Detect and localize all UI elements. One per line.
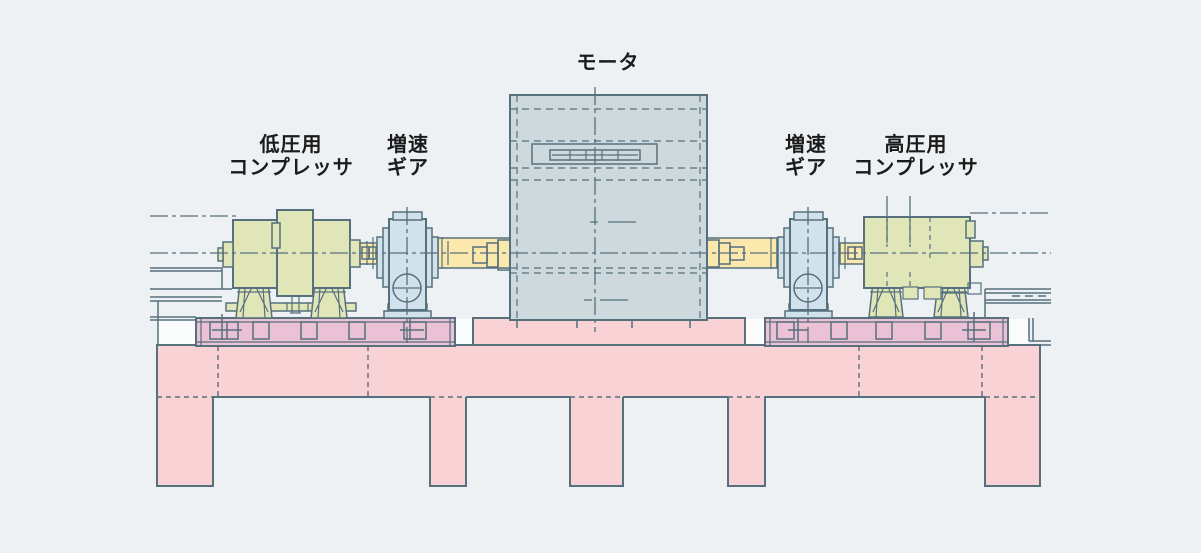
label-leader-lines bbox=[886, 196, 911, 243]
label-line: コンプレッサ bbox=[853, 157, 979, 179]
motor-hidden-lines bbox=[510, 95, 707, 320]
label-line: ギア bbox=[785, 157, 827, 179]
right-baseplate-shape bbox=[764, 312, 1009, 347]
label-motor: モータ bbox=[548, 52, 668, 75]
low-pressure-compressor-shape bbox=[217, 209, 361, 319]
foundation-column bbox=[569, 397, 624, 487]
foundation-column bbox=[727, 397, 766, 487]
label-high-pressure-compressor: 高圧用 コンプレッサ bbox=[816, 134, 1016, 180]
right-platform-shape bbox=[984, 288, 1051, 346]
label-line: コンプレッサ bbox=[228, 157, 354, 179]
label-gear-right: 増速 ギア bbox=[756, 134, 856, 180]
label-line: 高圧用 bbox=[884, 134, 948, 156]
label-line: 増速 bbox=[785, 134, 827, 156]
foundation-hidden-lines bbox=[157, 346, 1040, 398]
label-line: 低圧用 bbox=[259, 134, 323, 156]
foundation-shape bbox=[156, 344, 1041, 487]
left-baseplate-shape bbox=[195, 314, 456, 347]
foundation-gap bbox=[746, 319, 764, 344]
left-platform-shape bbox=[150, 267, 232, 345]
label-low-pressure-compressor: 低圧用 コンプレッサ bbox=[191, 134, 391, 180]
centerlines bbox=[150, 87, 1051, 343]
label-line: ギア bbox=[387, 157, 429, 179]
label-gear-left: 増速 ギア bbox=[358, 134, 458, 180]
foundation-column bbox=[984, 397, 1041, 487]
foundation-gap bbox=[456, 319, 472, 344]
foundation-column bbox=[156, 397, 214, 487]
foundation-beam bbox=[156, 344, 1041, 397]
label-line: モータ bbox=[576, 52, 640, 74]
label-line: 増速 bbox=[387, 134, 429, 156]
motor-shape bbox=[509, 94, 708, 321]
high-pressure-compressor-shape bbox=[863, 216, 989, 318]
foundation-column bbox=[429, 397, 467, 487]
